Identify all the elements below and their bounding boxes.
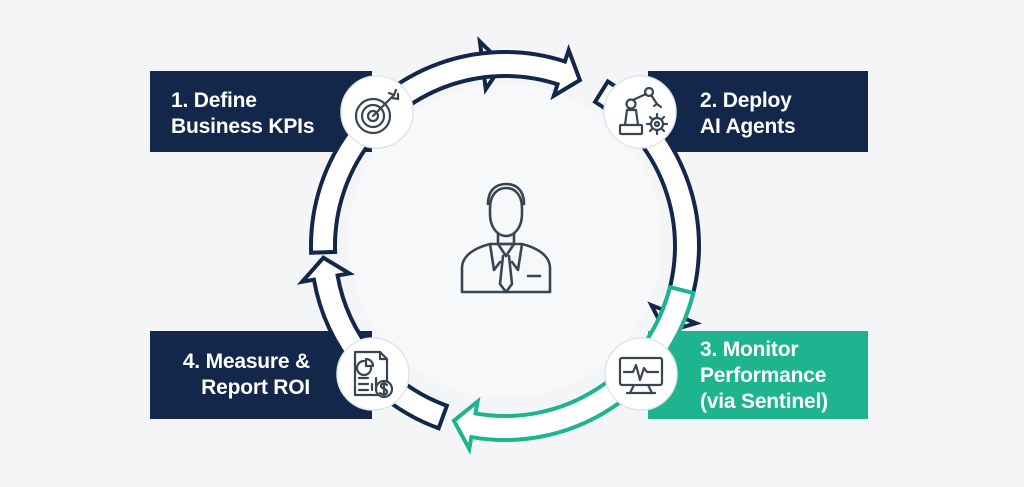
- step-3-line-2: Performance: [700, 364, 827, 387]
- step-4-banner: [150, 331, 372, 419]
- center-disk: [348, 84, 662, 398]
- target-icon: [354, 88, 400, 135]
- step-4-label: 4. Measure & Report ROI: [170, 349, 310, 401]
- step-1-line-1: 1. Define: [171, 89, 257, 112]
- step-2-icon-circle: [603, 75, 677, 149]
- business-person-icon: [460, 182, 552, 294]
- step-4-icon-circle: [336, 337, 410, 411]
- step-1-line-2: Business KPIs: [171, 115, 315, 138]
- robot-arm-gear-icon: [618, 86, 669, 136]
- step-3-line-3: (via Sentinel): [700, 390, 828, 413]
- step-2-label: 2. Deploy AI Agents: [700, 88, 796, 140]
- step-3-banner: [648, 331, 868, 419]
- arrow-define-to-deploy: [345, 44, 583, 149]
- report-dollar-icon: [353, 350, 394, 399]
- step-2-line-1: 2. Deploy: [700, 89, 792, 112]
- step-4-line-1: 4. Measure &: [182, 350, 310, 373]
- step-2-line-2: AI Agents: [700, 115, 796, 138]
- step-3-label: 3. Monitor Performance (via Sentinel): [700, 337, 828, 415]
- step-2-banner: [648, 71, 868, 152]
- step-4-line-2: Report ROI: [201, 376, 310, 399]
- step-1-banner: [150, 71, 372, 152]
- step-3-line-1: 3. Monitor: [700, 338, 799, 361]
- step-1-label: 1. Define Business KPIs: [171, 88, 314, 140]
- monitor-pulse-icon: [618, 356, 664, 395]
